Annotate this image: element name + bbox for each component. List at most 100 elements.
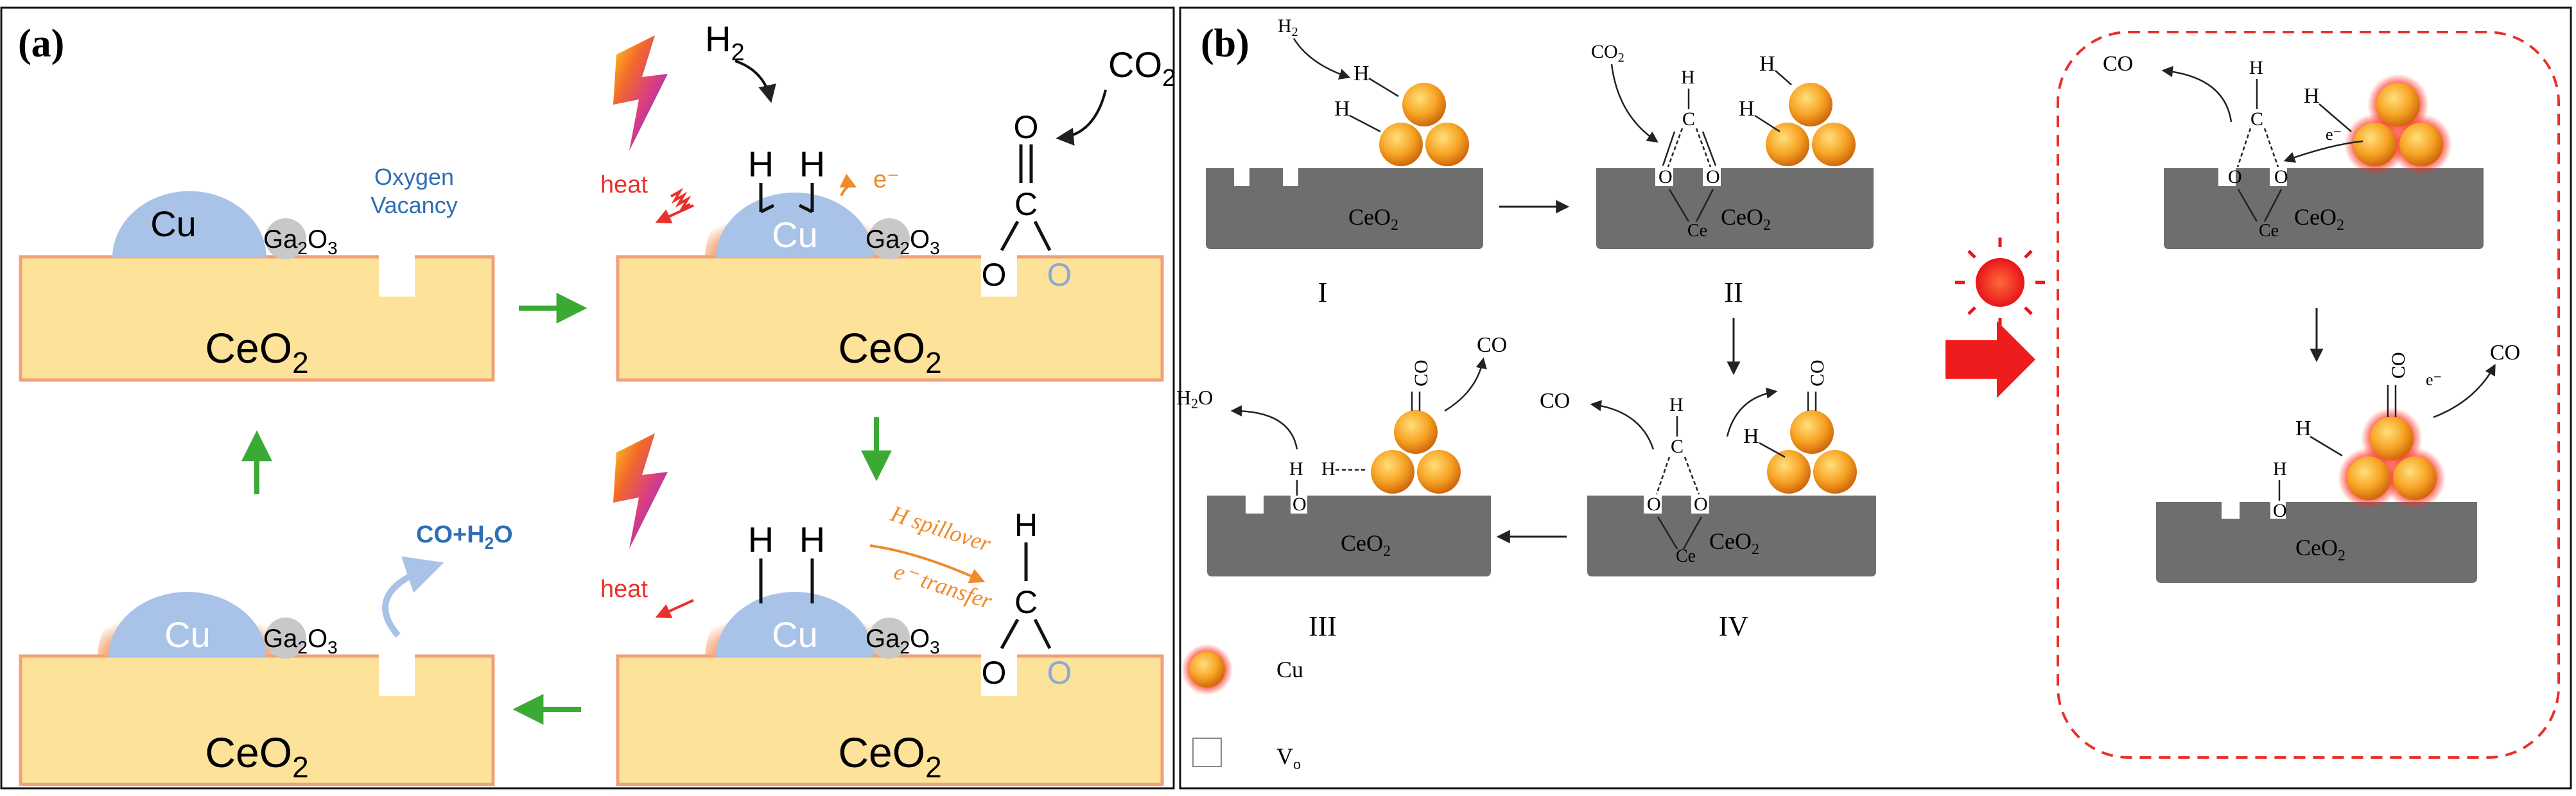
- h-atom: H: [799, 144, 825, 184]
- co-label: CO: [1807, 359, 1828, 386]
- ceo2-label: CeO2: [1341, 530, 1391, 560]
- step-label: III: [1309, 610, 1337, 642]
- legend-vo-label: Vo: [1276, 743, 1301, 773]
- c-atom: C: [1014, 584, 1038, 620]
- ceo2-label: CeO2: [205, 324, 308, 379]
- legend-vo-swatch: [1192, 738, 1222, 767]
- co2-label: CO2: [1108, 44, 1176, 92]
- scene-a4: Cu Ga2O3 CeO2 CO+H2O: [19, 521, 513, 786]
- heat-label: heat: [600, 171, 648, 198]
- h2-label: H2: [1278, 15, 1298, 39]
- o-atom: O: [982, 257, 1007, 293]
- ceo2-label: CeO2: [1721, 204, 1771, 234]
- o-atom: O: [2228, 166, 2242, 187]
- illuminated-step-top: CeO2 Ce O O C H CO H e⁻: [2103, 52, 2484, 249]
- illuminated-step-bottom: CeO2 O H H CO e⁻ CO: [2156, 341, 2520, 583]
- h-atom: H: [1014, 507, 1038, 543]
- cu-particle: [112, 191, 266, 258]
- ga2o3-particle: [265, 218, 306, 259]
- h-atom: H: [1759, 52, 1775, 76]
- ceo2-support: [2156, 502, 2477, 583]
- step-I: CeO2 H2 H H I: [1206, 15, 1483, 308]
- illuminated-box: [2057, 31, 2560, 759]
- heat-label: heat: [600, 576, 648, 603]
- o-atom: O: [1694, 494, 1708, 515]
- c-atom: C: [1671, 436, 1684, 457]
- h-atom: H: [748, 144, 774, 184]
- ga2o3-label: Ga2O3: [263, 625, 338, 657]
- h-atom: H: [1743, 424, 1759, 448]
- ga2o3-label: Ga2O3: [263, 225, 338, 258]
- o-atom: O: [1647, 494, 1661, 515]
- cu-label: Cu: [772, 614, 818, 655]
- h-atom: H: [799, 519, 825, 560]
- h-atom: H: [748, 519, 774, 560]
- release-arrow: [382, 556, 444, 638]
- heat-arrow: [670, 187, 692, 211]
- oxygen-label: Oxygen: [374, 164, 454, 190]
- ceo2-label: CeO2: [1348, 204, 1398, 234]
- legend: Cu Vo: [1181, 644, 1303, 773]
- o-atom-vacancy: O: [1047, 257, 1072, 293]
- ceo2-label: CeO2: [838, 324, 941, 379]
- ce-label: Ce: [2259, 221, 2279, 241]
- co2-arrow: [1056, 89, 1107, 146]
- scene-a2: Cu Ga2O3 CeO2 H H H2 heat e⁻ CO2: [600, 19, 1176, 382]
- o-atom: O: [1292, 494, 1307, 515]
- electron-label: e⁻: [2426, 370, 2442, 389]
- panel-b-label: (b): [1201, 22, 1249, 65]
- light-icon: [1955, 238, 2045, 327]
- cu-label: Cu: [164, 614, 211, 655]
- step-label: IV: [1719, 610, 1749, 642]
- h-atom: H: [1669, 394, 1684, 415]
- o-atom-vacancy: O: [1047, 655, 1072, 691]
- oxygen-vacancy: [379, 651, 415, 696]
- cu-label: Cu: [772, 214, 818, 255]
- o-atom: O: [2273, 500, 2287, 521]
- ga2o3-particle: [869, 618, 910, 659]
- ceo2-label: CeO2: [2294, 204, 2344, 234]
- scene-a3: Cu Ga2O3 CeO2 H H heat H spillover e⁻ tr…: [600, 433, 1164, 786]
- h2-arrow: [735, 60, 776, 103]
- o-atom: O: [982, 655, 1007, 691]
- h-atom: H: [1681, 67, 1695, 88]
- co-label: CO: [1411, 359, 1432, 386]
- ga2o3-label: Ga2O3: [866, 225, 940, 258]
- ceo2-support: [1207, 496, 1491, 576]
- c-atom: C: [2250, 108, 2263, 130]
- cu-particle: [716, 592, 874, 657]
- big-red-arrow: [1945, 321, 2035, 398]
- co-label: CO: [2103, 52, 2133, 76]
- ceo2-support: [1587, 496, 1876, 576]
- h-atom: H: [1353, 62, 1370, 85]
- oxygen-vacancy: [981, 252, 1017, 297]
- h-atom: H: [1739, 97, 1755, 121]
- ceo2-support: [1596, 168, 1874, 249]
- co2-label: CO2: [1591, 41, 1624, 65]
- panel-a: (a) Cu Ga2O3 Oxygen Vacancy CeO2 Cu Ga2O…: [0, 6, 1176, 790]
- scene-a1: Cu Ga2O3 Oxygen Vacancy CeO2: [19, 164, 495, 382]
- h-atom: H: [1334, 97, 1350, 121]
- ga2o3-particle: [265, 618, 306, 659]
- ce-label: Ce: [1687, 221, 1707, 241]
- h-atom: H: [2295, 417, 2311, 440]
- c-atom: C: [1682, 108, 1695, 130]
- electron-label: e⁻: [873, 166, 900, 193]
- h-atom: H: [2304, 84, 2320, 108]
- co-h2o-label: CO+H2O: [416, 521, 513, 553]
- ga2o3-label: Ga2O3: [866, 625, 940, 657]
- cu-particle: [109, 592, 266, 657]
- ceo2-support: [616, 654, 1164, 786]
- o-atom: O: [1658, 166, 1673, 187]
- step-label: II: [1724, 277, 1743, 308]
- ga2o3-particle: [869, 218, 910, 259]
- electron-label: e⁻: [2326, 125, 2342, 144]
- o-atom: O: [1014, 109, 1039, 145]
- ceo2-label: CeO2: [205, 729, 308, 784]
- ceo2-support: [1206, 168, 1483, 249]
- ceo2-label: CeO2: [838, 729, 941, 784]
- cu-particle: [716, 193, 874, 258]
- o-atom: O: [2274, 166, 2288, 187]
- panel-b: (b) CeO2 H2 H H I CeO2 Ce O O C H: [1176, 6, 2572, 790]
- h-atom: H: [1321, 458, 1336, 480]
